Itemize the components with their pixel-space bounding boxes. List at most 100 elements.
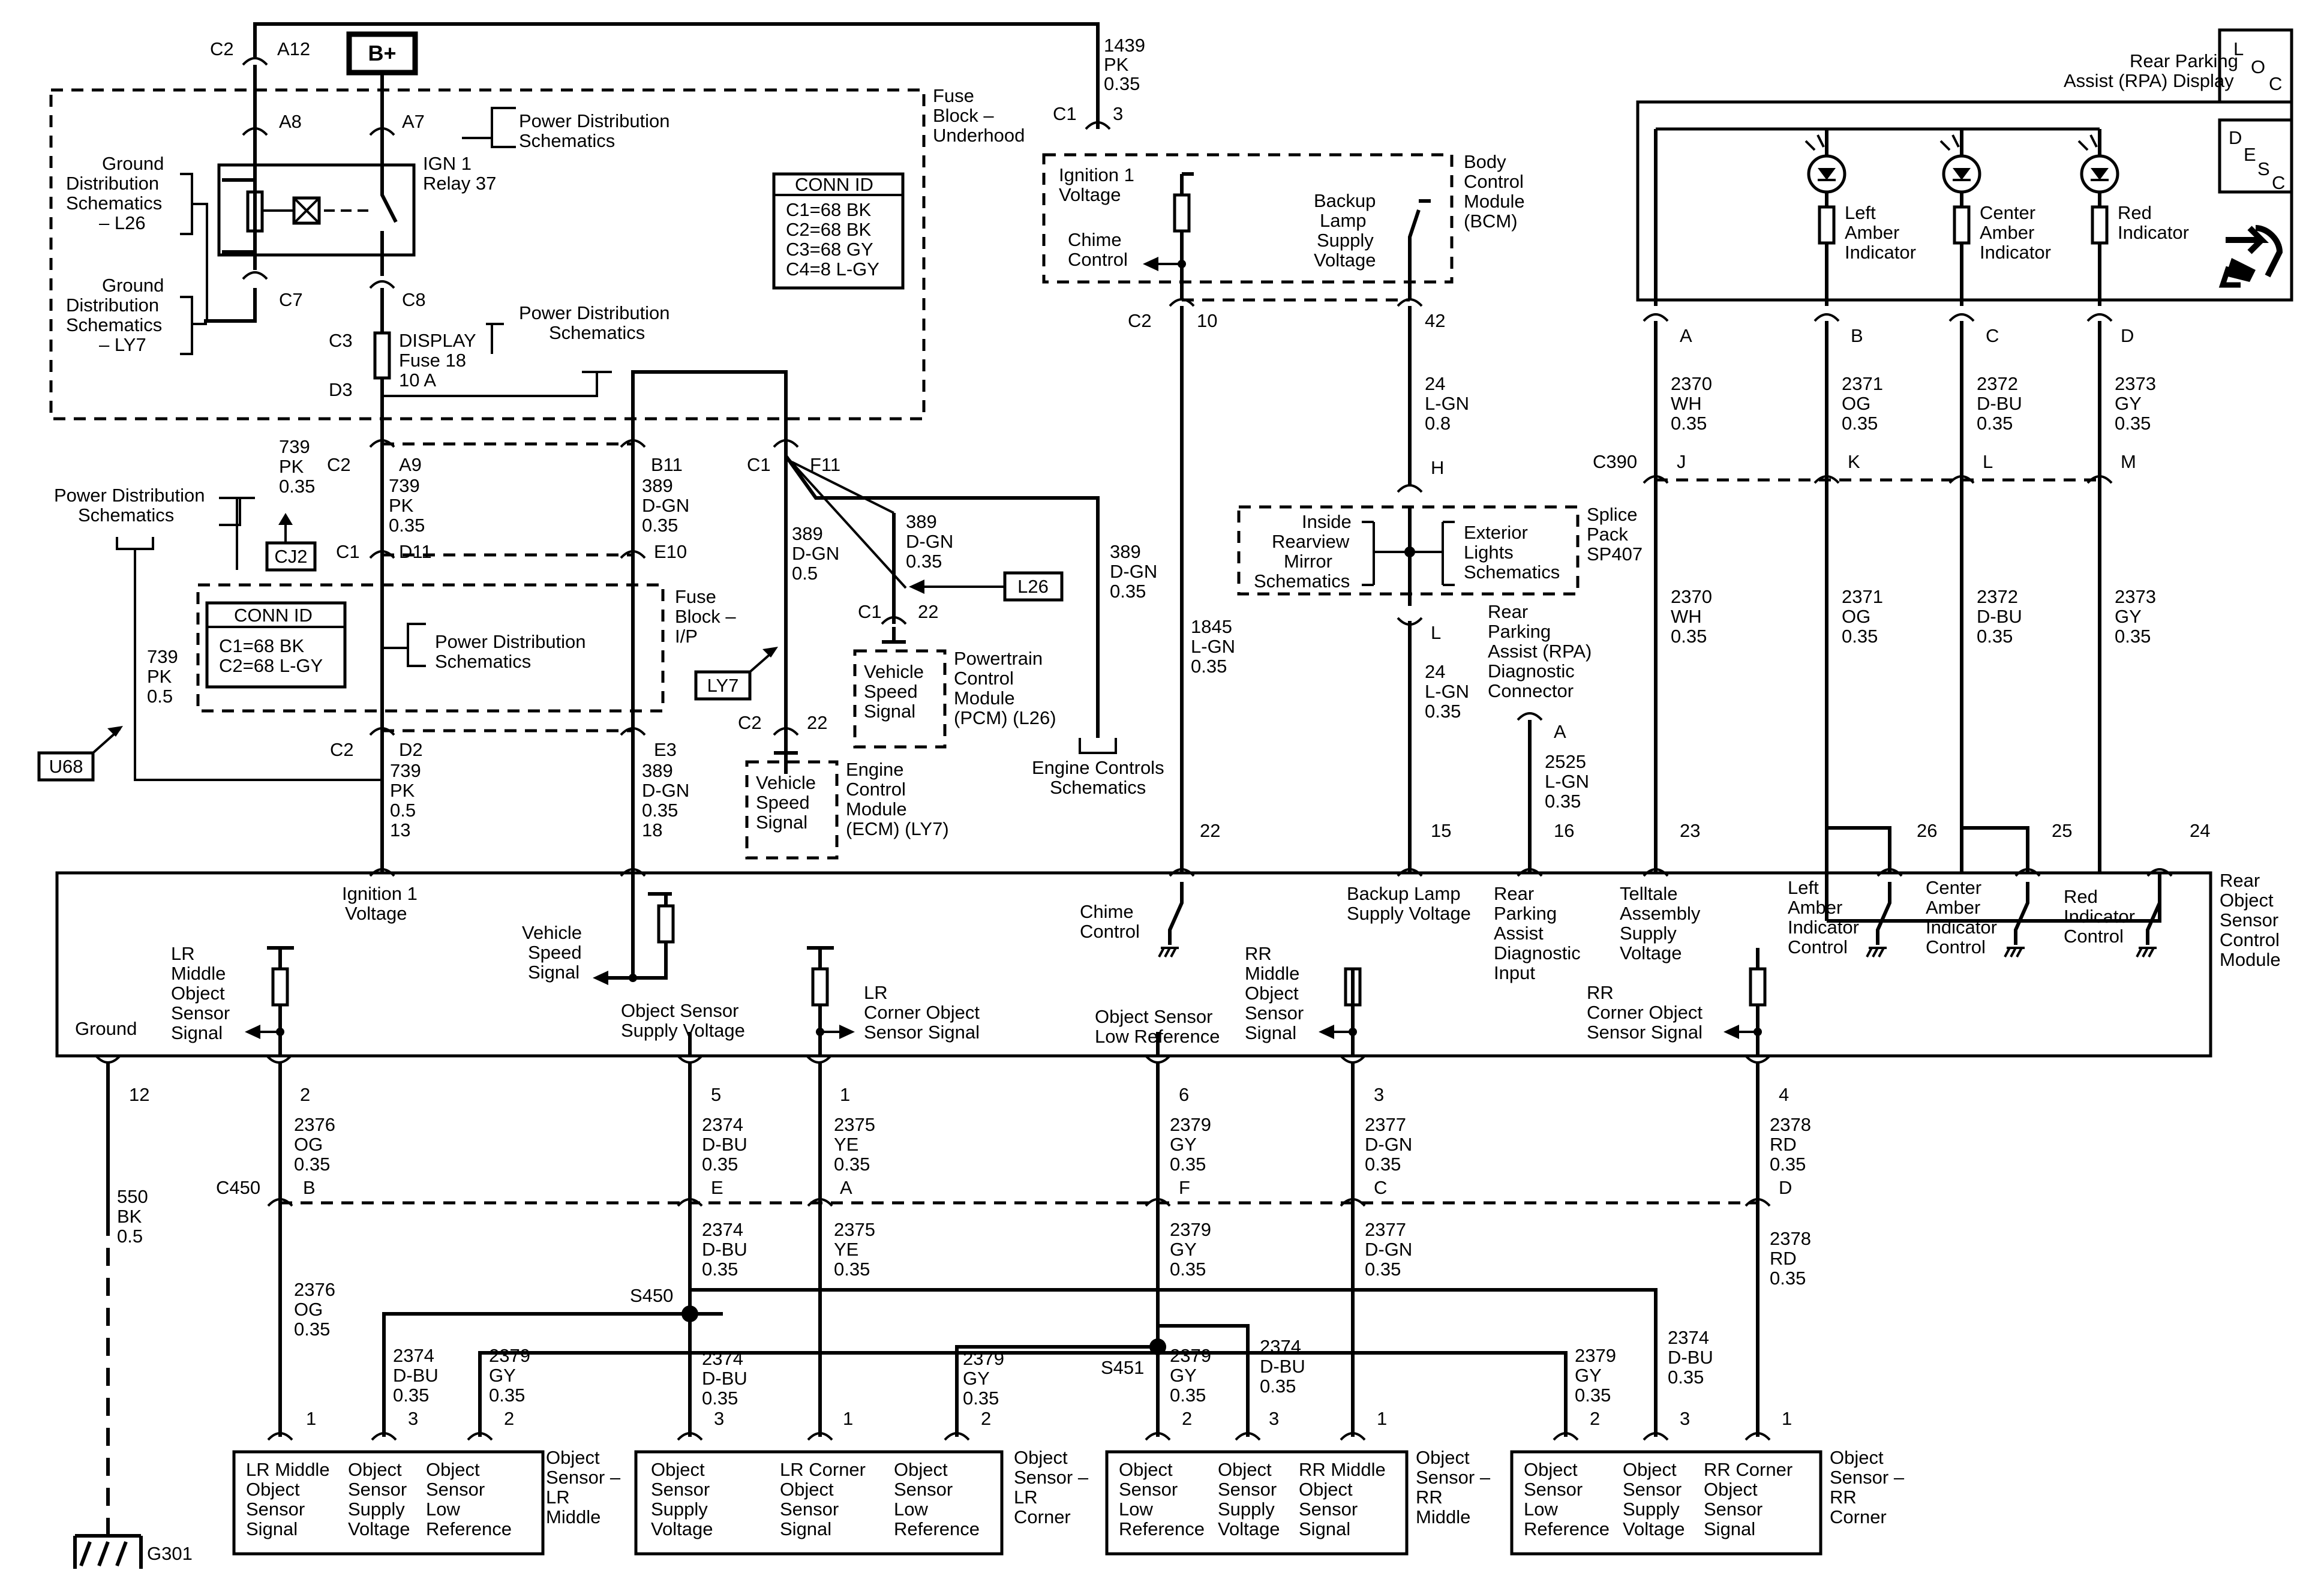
rm-top-vss: Vehicle — [522, 922, 582, 943]
pin-c3: C3 — [329, 330, 353, 351]
pin-24: 24 — [2190, 820, 2210, 841]
s2-pin-2: 2 — [981, 1408, 991, 1429]
circuit-1845-color: L-GN — [1191, 636, 1235, 657]
s2-p1-l1: Object — [651, 1459, 705, 1480]
circuit-389e-id: 389 — [1110, 541, 1141, 562]
s3-p2-l4: Voltage — [1218, 1518, 1280, 1539]
power-dist-label-4b: Schematics — [435, 651, 531, 672]
fuse-block-ip-label-3: I/P — [675, 626, 698, 647]
circuit-2375a-id: 2375 — [834, 1114, 875, 1135]
s3-p1-l4: Reference — [1119, 1518, 1205, 1539]
circuit-389c-gauge: 0.5 — [792, 563, 818, 584]
s2-p1-l3: Supply — [651, 1499, 708, 1520]
s2-name-2: Sensor – — [1014, 1467, 1089, 1488]
ground-dist-l26-1: Ground — [102, 153, 164, 174]
loc-l: L — [2233, 38, 2244, 59]
circuit-2372a-id: 2372 — [1977, 373, 2018, 394]
circuit-2378b-color: RD — [1770, 1248, 1797, 1269]
loc-o: O — [2251, 56, 2265, 77]
sp-label: Splice — [1587, 504, 1637, 525]
s3-pin-2: 2 — [1182, 1408, 1192, 1429]
rm-center-switch — [2014, 882, 2029, 945]
rm-bot-lowref: Object Sensor — [1095, 1006, 1212, 1027]
rm-vss-wiring — [606, 873, 672, 980]
circuit-739b-id: 739 — [389, 475, 420, 496]
s4-p2-l4: Voltage — [1623, 1518, 1685, 1539]
sp-inside-mirror-3: Mirror — [1284, 551, 1332, 572]
rm-bot-lrmid: LR — [171, 943, 195, 964]
s3-name-3: RR — [1416, 1487, 1443, 1508]
pin-1: 1 — [840, 1084, 850, 1105]
circuit-2379d-id: 2379 — [963, 1348, 1004, 1369]
circuit-2379b-color: GY — [1170, 1239, 1197, 1260]
rm-top-ign1: Ignition 1 — [342, 883, 418, 904]
option-cj2: CJ2 — [274, 546, 307, 567]
splice-s451: S451 — [1101, 1357, 1144, 1378]
s1-name-1: Object — [546, 1447, 600, 1468]
rm-bot-rrcorner: RR — [1587, 982, 1614, 1003]
rm-top-vss-3: Signal — [528, 962, 580, 983]
diag-conn-label-3: Assist (RPA) — [1488, 641, 1592, 662]
rm-top-center-3: Indicator — [1926, 917, 1997, 938]
circuit-2376a-color: OG — [294, 1134, 323, 1155]
s4-p2-l1: Object — [1623, 1459, 1677, 1480]
circuit-2376a-gauge: 0.35 — [294, 1154, 330, 1175]
circuit-389a-color: D-GN — [642, 495, 689, 516]
s1-p2-l4: Voltage — [348, 1518, 410, 1539]
pin-sp407-l: L — [1431, 622, 1441, 643]
circuit-739a-gauge: 0.35 — [279, 476, 315, 497]
s4-p1-l4: Reference — [1524, 1518, 1610, 1539]
ecm-vss-pin — [774, 738, 798, 755]
conn-id-underhood — [772, 172, 905, 290]
pin-e10: E10 — [654, 541, 687, 562]
pcm-vss-label-3: Signal — [864, 701, 915, 722]
bcm-chime-node — [1178, 260, 1186, 268]
pcm-label-2: Control — [954, 668, 1014, 689]
s3-p1-l3: Low — [1119, 1499, 1153, 1520]
rm-top-diag: Rear — [1494, 883, 1534, 904]
pin-25: 25 — [2052, 820, 2072, 841]
circuit-2379c-id: 2379 — [489, 1345, 530, 1366]
circuit-2374c-id: 2374 — [393, 1345, 434, 1366]
s2-p2-l3: Sensor — [780, 1499, 839, 1520]
power-dist-label-2: Power Distribution — [519, 302, 670, 323]
ground-dist-ly7-1: Ground — [102, 275, 164, 296]
u68-arrow — [107, 726, 123, 737]
circuit-2371a-gauge: 0.35 — [1842, 413, 1878, 434]
s1-p3-l2: Sensor — [426, 1479, 485, 1500]
circuit-389e-gauge: 0.35 — [1110, 581, 1146, 602]
option-cj2-box — [265, 541, 317, 572]
pin-bcm-c1: C1 — [1053, 103, 1077, 124]
s1-pin-1: 1 — [306, 1408, 316, 1429]
ecm-vss-label-2: Speed — [756, 792, 810, 813]
s1-name-2: Sensor – — [546, 1467, 621, 1488]
rm-bot-rrcorner-3: Sensor Signal — [1587, 1022, 1703, 1043]
rm-bot-supply-2: Supply Voltage — [621, 1020, 745, 1041]
circuit-2372b-color: D-BU — [1977, 606, 2022, 627]
pin-c390-k: K — [1848, 451, 1860, 472]
rpa-display-label: Rear Parking — [2130, 50, 2238, 71]
sp-label-3: SP407 — [1587, 544, 1643, 565]
circuit-550-id: 550 — [117, 1186, 148, 1207]
fuse-block-ip-label: Fuse — [675, 586, 716, 607]
rm-bot-rrmid: RR — [1245, 943, 1272, 964]
circuit-2374d-id: 2374 — [702, 1348, 743, 1369]
circuit-389c-id: 389 — [792, 523, 823, 544]
ground-dist-l26-4: – L26 — [99, 212, 146, 233]
sensor-rr-middle — [1105, 1450, 1409, 1556]
circuit-2374c-color: D-BU — [393, 1365, 439, 1386]
display-fuse-symbol — [373, 331, 391, 380]
c1-d11-e10-marks — [369, 550, 646, 559]
circuit-2377b-gauge: 0.35 — [1365, 1259, 1401, 1280]
ground-g301-icon — [73, 1521, 143, 1569]
bcm-pin-backup-2: Lamp — [1320, 210, 1367, 231]
rm-top-red-2: Indicator — [2064, 906, 2135, 927]
pin-c1-f11: C1 — [747, 454, 771, 475]
c450-label: C450 — [216, 1177, 260, 1198]
circuit-2374b-id: 2374 — [702, 1219, 743, 1240]
circuit-2374e-color: D-BU — [1260, 1356, 1305, 1377]
rm-top-diag-3: Assist — [1494, 923, 1544, 944]
circuit-739a-id: 739 — [279, 436, 310, 457]
circuit-2377a-gauge: 0.35 — [1365, 1154, 1401, 1175]
circuit-2379b-id: 2379 — [1170, 1219, 1211, 1240]
